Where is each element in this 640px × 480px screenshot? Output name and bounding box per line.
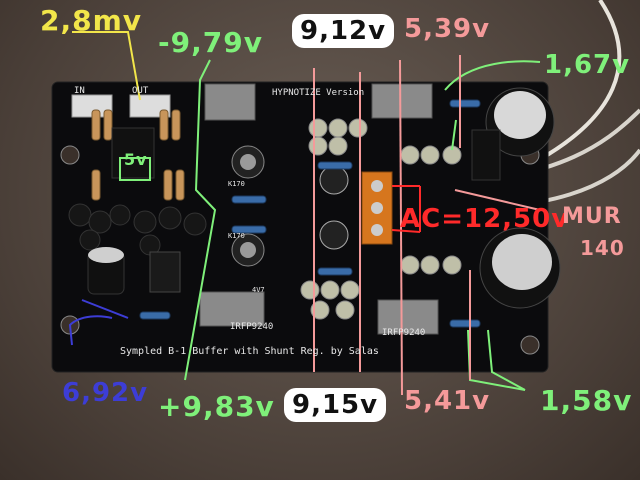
capacitor-center-top bbox=[319, 165, 349, 195]
heatsink-bottom-left bbox=[199, 291, 265, 327]
transistors-left bbox=[68, 203, 207, 256]
annotation-9-15: 9,15v bbox=[284, 388, 387, 422]
annotation-9-12: 9,12v bbox=[292, 14, 395, 48]
mount-hole bbox=[60, 145, 80, 165]
capacitor-left-top bbox=[88, 247, 124, 263]
green-lines bbox=[119, 59, 541, 391]
annotation-ac: AC=12,50v bbox=[400, 204, 570, 234]
board-out-label: OUT bbox=[132, 86, 149, 96]
heatsink-top-right bbox=[371, 83, 433, 119]
annotation-pos-9-83: +9,83v bbox=[158, 390, 275, 423]
board-k170-a: K170 bbox=[228, 180, 245, 188]
leds-right bbox=[400, 145, 462, 275]
pink-lines bbox=[313, 55, 541, 396]
mount-hole bbox=[520, 335, 540, 355]
annotation-5-41: 5,41v bbox=[404, 386, 491, 416]
white-wire bbox=[519, 0, 622, 172]
leds-top bbox=[308, 118, 368, 156]
resistors-mid bbox=[139, 99, 481, 328]
annotation-2-8mv: 2,8mv bbox=[40, 4, 143, 37]
annotation-6-92: 6,92v bbox=[62, 378, 149, 408]
annotation-mur-number: 140 bbox=[580, 236, 625, 260]
blue-lines bbox=[68, 299, 129, 346]
heatsink-bottom-right bbox=[377, 299, 439, 335]
capacitor-big-top-cap bbox=[494, 91, 546, 139]
board-mosfet-right: IRFP9240 bbox=[382, 328, 426, 338]
board-mosfet-left: IRFP9240 bbox=[230, 322, 274, 332]
yellow-lines bbox=[72, 31, 141, 101]
annotation-mur: MUR bbox=[562, 204, 622, 229]
board-4v7-label: 4V7 bbox=[252, 286, 265, 294]
heatsink-top-left bbox=[204, 83, 256, 121]
capacitor-center-bottom bbox=[319, 220, 349, 250]
annotation-neg-9-79: -9,79v bbox=[158, 26, 263, 59]
annotation-1-67: 1,67v bbox=[544, 50, 631, 80]
board-version-label: HYPNOTIZE Version bbox=[272, 88, 365, 98]
capacitor-big-bottom-cap bbox=[492, 234, 552, 290]
capacitor-right-small bbox=[471, 129, 501, 181]
resistors-left bbox=[91, 109, 185, 201]
regulator-left bbox=[149, 251, 181, 293]
annotation-1-58: 1,58v bbox=[540, 384, 633, 417]
annotation-5-39: 5,39v bbox=[404, 14, 491, 44]
board-in-label: IN bbox=[74, 86, 85, 96]
board-k170-b: K170 bbox=[228, 232, 245, 240]
board-title: Sympled B-1 Buffer with Shunt Reg. by Sa… bbox=[120, 346, 379, 357]
annotation-5v: 5v bbox=[124, 150, 148, 169]
red-lines bbox=[391, 185, 421, 233]
